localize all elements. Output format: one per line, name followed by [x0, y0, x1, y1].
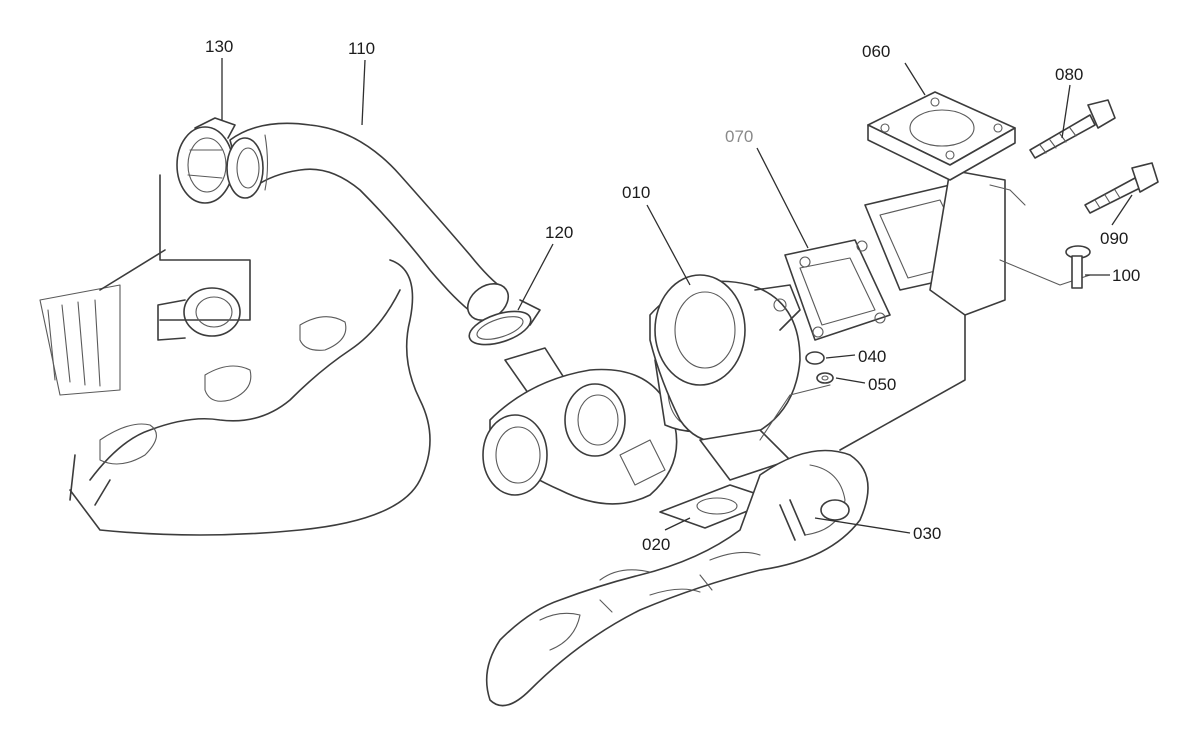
- callout-070: 070: [725, 127, 753, 146]
- exhaust-manifold: [485, 449, 869, 707]
- callout-120: 120: [545, 223, 573, 242]
- callout-010: 010: [622, 183, 650, 202]
- gasket-070: [784, 239, 891, 341]
- turbocharger-010: [482, 274, 831, 505]
- bolt-080: [1029, 99, 1116, 159]
- callout-040: 040: [858, 347, 886, 366]
- callout-labels: 130 110 060 080 070 010 120 090 100 040 …: [205, 37, 1140, 554]
- engine-block-left: [39, 174, 431, 536]
- bolt-090: [1084, 162, 1159, 214]
- callout-110: 110: [348, 39, 375, 58]
- exhaust-flange-060: [867, 91, 1016, 181]
- callout-050: 050: [868, 375, 896, 394]
- hose-clamp-130: [176, 117, 236, 204]
- callout-020: 020: [642, 535, 670, 554]
- callout-100: 100: [1112, 266, 1140, 285]
- nut-040: [805, 351, 825, 365]
- intake-pipe-110: [226, 122, 510, 321]
- hose-clamp-120: [468, 299, 541, 346]
- callout-130: 130: [205, 37, 233, 56]
- callout-030: 030: [913, 524, 941, 543]
- callout-090: 090: [1100, 229, 1128, 248]
- leader-lines: [221, 58, 1133, 534]
- stud-100: [1065, 245, 1091, 289]
- callout-080: 080: [1055, 65, 1083, 84]
- washer-050: [816, 372, 834, 384]
- callout-060: 060: [862, 42, 890, 61]
